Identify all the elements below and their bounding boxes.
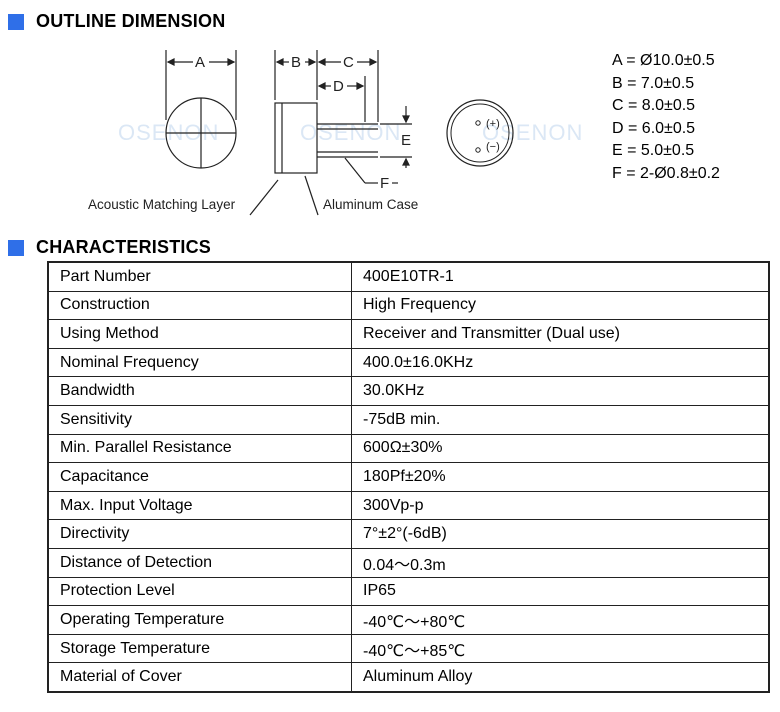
spec-value-cell: 7°±2°(-6dB): [351, 519, 770, 549]
spec-value-cell: 180Pf±20%: [351, 462, 770, 492]
outline-title: OUTLINE DIMENSION: [36, 11, 226, 31]
spec-value-cell: 600Ω±30%: [351, 433, 770, 464]
acoustic-layer-label: Acoustic Matching Layer: [88, 197, 236, 212]
spec-name-cell: Sensitivity: [47, 404, 352, 435]
section-marker-icon: [8, 239, 24, 256]
spec-value-cell: -40℃～+85℃: [351, 633, 770, 664]
spec-name-cell: Operating Temperature: [47, 605, 352, 635]
dimension-b: B = 7.0±0.5: [612, 74, 695, 92]
spec-name-cell: Bandwidth: [47, 376, 352, 406]
dim-label-c: C: [343, 54, 354, 71]
watermark: OSENON: [482, 120, 584, 145]
dim-label-e: E: [401, 132, 411, 149]
plus-pin-label: (+): [486, 118, 500, 130]
spec-name-cell: Part Number: [47, 261, 352, 292]
spec-value-cell: -75dB min.: [351, 404, 770, 435]
spec-value-cell: Aluminum Alloy: [351, 662, 770, 693]
spec-name-cell: Using Method: [47, 319, 352, 349]
spec-name-cell: Protection Level: [47, 576, 352, 607]
spec-name-cell: Distance of Detection: [47, 547, 352, 578]
spec-name-cell: Storage Temperature: [47, 633, 352, 664]
spec-value-cell: High Frequency: [351, 290, 770, 321]
dimension-f: F = 2-Ø0.8±0.2: [612, 164, 720, 182]
spec-value-cell: 400.0±16.0KHz: [351, 347, 770, 378]
spec-name-cell: Material of Cover: [47, 662, 352, 693]
spec-name-cell: Directivity: [47, 519, 352, 549]
spec-name-cell: Min. Parallel Resistance: [47, 433, 352, 464]
dimension-c: C = 8.0±0.5: [612, 97, 696, 114]
dimension-list: A = Ø10.0±0.5 B = 7.0±0.5 C = 8.0±0.5 D …: [612, 50, 720, 185]
minus-pin-label: (−): [486, 141, 500, 153]
back-view-drawing: (+) (−): [446, 99, 514, 167]
table-row: Storage Temperature-40℃～+85℃: [47, 633, 770, 664]
dimension-e: E = 5.0±0.5: [612, 142, 695, 159]
dim-label-f: F: [380, 175, 389, 192]
table-row: Sensitivity-75dB min.: [47, 404, 770, 435]
side-view-body: [274, 102, 318, 174]
dimension-d: D = 6.0±0.5: [612, 119, 696, 137]
spec-value-cell: 400E10TR-1: [351, 261, 770, 292]
spec-value-cell: 300Vp-p: [351, 490, 770, 521]
section-marker-icon: [8, 13, 24, 30]
dim-label-b: B: [291, 54, 301, 71]
dim-label-d: D: [333, 78, 344, 95]
spec-name-cell: Capacitance: [47, 462, 352, 492]
spec-value-cell: -40℃～+80℃: [351, 605, 770, 635]
spec-value-cell: 0.04～0.3m: [351, 547, 770, 578]
spec-name-cell: Max. Input Voltage: [47, 490, 352, 521]
characteristics-section-header: CHARACTERISTICS: [8, 237, 211, 258]
outline-section-header: OUTLINE DIMENSION: [8, 11, 225, 32]
spec-value-cell: Receiver and Transmitter (Dual use): [351, 319, 770, 349]
spec-name-cell: Construction: [47, 290, 352, 321]
dimension-a: A = Ø10.0±0.5: [612, 52, 715, 69]
table-row: Operating Temperature-40℃～+80℃: [47, 605, 770, 635]
outline-drawing: A B C D E F Acoustic Matching Layer Alum…: [88, 50, 418, 216]
aluminum-case-label: Aluminum Case: [323, 197, 418, 212]
spec-value-cell: 30.0KHz: [351, 376, 770, 406]
characteristics-title: CHARACTERISTICS: [36, 237, 212, 257]
spec-name-cell: Nominal Frequency: [47, 347, 352, 378]
spec-value-cell: IP65: [351, 576, 770, 607]
dim-label-a: A: [195, 54, 205, 71]
